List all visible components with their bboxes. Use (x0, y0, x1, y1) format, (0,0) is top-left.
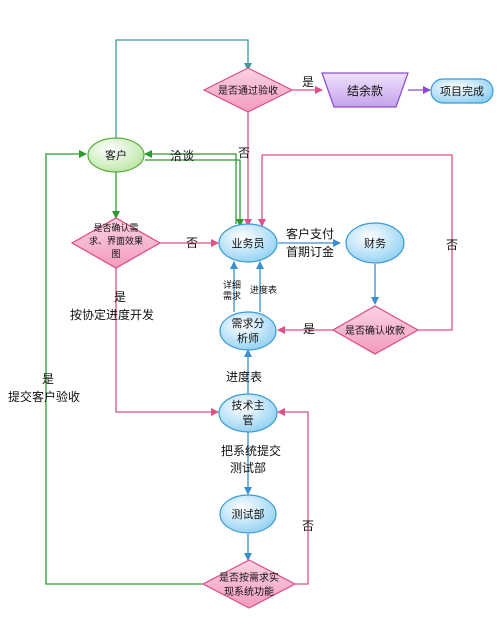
node-confirm-req-line3: 图 (111, 249, 120, 260)
node-meets-req-line2: 现系统功能 (224, 585, 274, 598)
edge-customer-to-acceptance (115, 39, 252, 138)
label-yes-payment: 是 (303, 322, 315, 336)
edges (45, 39, 453, 585)
label-yes-develop: 是 (114, 290, 126, 304)
label-yes-acceptance: 是 (302, 75, 314, 89)
node-test-dept-label: 测试部 (232, 507, 265, 521)
node-test-dept: 测试部 (219, 494, 277, 534)
node-pass-acceptance-label: 是否通过验收 (218, 84, 278, 97)
edge-meets-to-tech (277, 408, 309, 585)
node-customer: 客户 (87, 137, 145, 173)
node-tech-lead-line2: 管 (243, 413, 254, 427)
nodes: 是否通过验收 结余款 项目完成 客户 是否确认需 求、界面效果 图 业务员 (70, 67, 494, 609)
label-submit-customer: 提交客户验收 (8, 389, 80, 404)
edge-labels: 是 否 洽谈 否 是 按协定进度开发 客户支付 首期订金 否 是 详细 需求 进… (8, 75, 458, 533)
node-project-done-label: 项目完成 (440, 84, 484, 98)
node-confirm-payment-label: 是否确认收款 (345, 324, 405, 337)
label-submit-test-1: 把系统提交 (221, 443, 281, 458)
label-negotiate: 洽谈 (170, 149, 194, 163)
label-submit-test-2: 测试部 (230, 460, 266, 475)
label-pay-deposit-1: 客户支付 (286, 226, 334, 241)
node-meets-req: 是否按需求实 现系统功能 (201, 559, 297, 609)
node-salesperson: 业务员 (218, 223, 278, 263)
node-customer-label: 客户 (105, 148, 127, 162)
label-no-confirm: 否 (186, 236, 198, 250)
label-pay-deposit-2: 首期订金 (286, 244, 334, 259)
node-confirm-req: 是否确认需 求、界面效果 图 (70, 217, 162, 269)
node-req-analyst-line2: 析师 (237, 331, 259, 345)
label-schedule: 进度表 (226, 369, 262, 384)
edge-sales-to-customer (144, 150, 237, 224)
label-no-meets: 否 (302, 519, 314, 533)
label-detailed-req-1: 详细 (223, 279, 241, 291)
label-schedule-small: 进度表 (250, 284, 277, 296)
node-finance-label: 财务 (364, 236, 386, 250)
label-develop-schedule: 按协定进度开发 (70, 307, 154, 322)
node-tech-lead: 技术主 管 (218, 393, 278, 433)
label-detailed-req-2: 需求 (223, 290, 241, 302)
node-pass-acceptance: 是否通过验收 (202, 67, 294, 113)
edge-customer-to-sales (145, 159, 244, 227)
edge-payment-to-sales (258, 154, 453, 331)
node-finance: 财务 (345, 222, 405, 264)
node-balance-label: 结余款 (347, 83, 383, 98)
edge-meets-to-customer (45, 150, 206, 585)
node-confirm-payment: 是否确认收款 (331, 305, 420, 355)
node-balance: 结余款 (321, 72, 409, 108)
label-yes-submit: 是 (42, 372, 54, 386)
node-tech-lead-line1: 技术主 (232, 399, 265, 412)
node-confirm-req-line1: 是否确认需 (93, 222, 138, 234)
node-project-done: 项目完成 (430, 78, 494, 104)
node-meets-req-line1: 是否按需求实 (219, 571, 279, 584)
node-req-analyst-line1: 需求分 (232, 317, 265, 330)
label-no-payment: 否 (446, 238, 458, 252)
node-salesperson-label: 业务员 (232, 237, 265, 250)
label-no-acceptance: 否 (238, 146, 250, 160)
edge-confirm-to-tech (115, 268, 219, 416)
node-req-analyst: 需求分 析师 (219, 311, 277, 351)
node-confirm-req-line2: 求、界面效果 (89, 235, 143, 247)
